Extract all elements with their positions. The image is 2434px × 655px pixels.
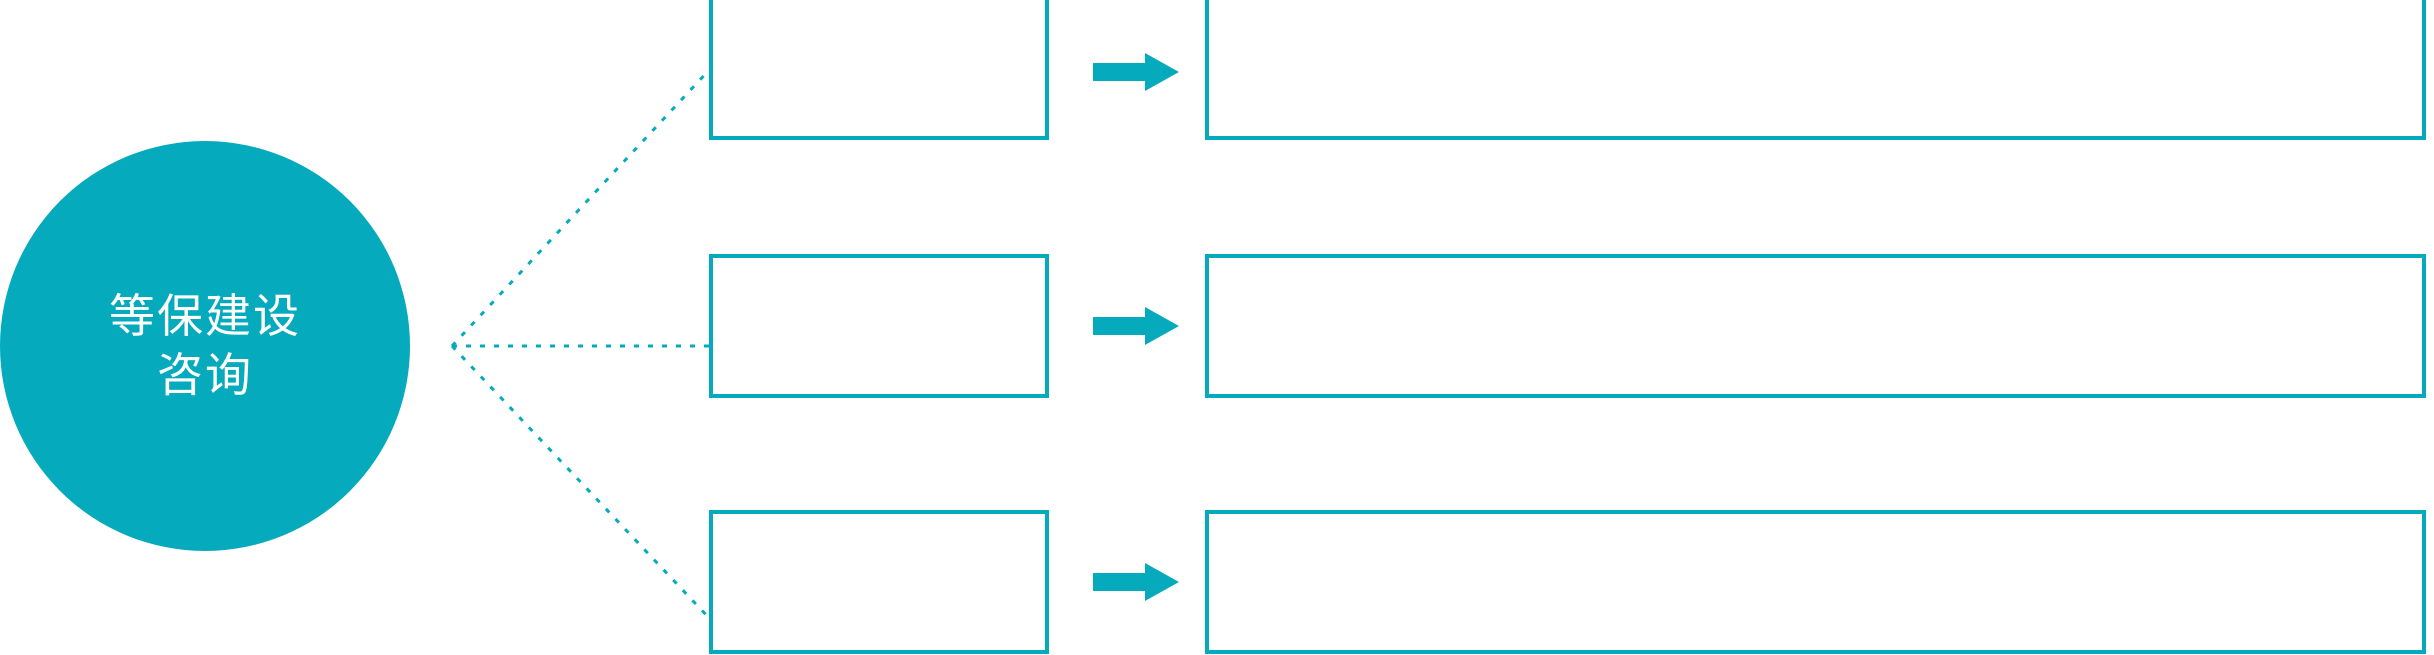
detail-box-2[interactable] [1205, 254, 2426, 398]
connector-branch-top [450, 66, 713, 348]
dotted-fan-connector [450, 66, 713, 622]
stage-box-2[interactable] [709, 254, 1049, 398]
stage-box-3-label [713, 514, 1045, 650]
stage-box-3[interactable] [709, 510, 1049, 654]
stage-box-1-label [713, 0, 1045, 136]
stage-box-1[interactable] [709, 0, 1049, 140]
arrow-1 [1093, 53, 1179, 91]
connector-branch-bottom [450, 344, 713, 622]
arrow-right-icon [1093, 53, 1179, 91]
arrow-right-icon [1093, 563, 1179, 601]
arrow-3 [1093, 563, 1179, 601]
arrow-2 [1093, 307, 1179, 345]
detail-box-1[interactable] [1205, 0, 2426, 140]
arrow-right-icon [1093, 307, 1179, 345]
detail-box-3[interactable] [1205, 510, 2426, 654]
detail-box-3-label [1209, 514, 2422, 650]
hub-circle[interactable] [0, 141, 410, 551]
detail-box-1-label [1209, 0, 2422, 136]
detail-box-2-label [1209, 258, 2422, 394]
stage-box-2-label [713, 258, 1045, 394]
